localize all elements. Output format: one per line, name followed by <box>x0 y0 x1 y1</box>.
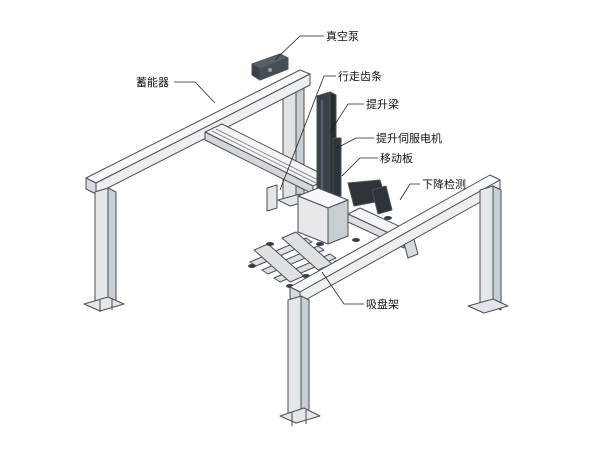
leader-travel-rack <box>279 75 336 191</box>
leader-accumulator <box>174 81 216 104</box>
back-right-post <box>266 184 278 212</box>
label-travel-rack: 行走齿条 <box>338 70 382 83</box>
leader-suction-rack <box>321 271 364 305</box>
front-near-leg <box>279 295 321 426</box>
vacuum-pump <box>251 53 289 81</box>
leader-descent-sensor <box>399 183 420 201</box>
far-right-leg <box>467 185 509 314</box>
leader-servo-motor <box>336 137 374 149</box>
cable-chain <box>332 137 393 215</box>
front-left-leg <box>83 187 125 312</box>
label-suction-cup-rack: 吸盘架 <box>366 298 399 311</box>
label-accumulator: 蓄能器 <box>136 76 169 89</box>
label-lift-beam: 提升梁 <box>366 98 399 111</box>
label-vacuum-pump: 真空泵 <box>326 30 359 43</box>
label-descent-sensor: 下降检测 <box>422 178 466 191</box>
leader-moving-plate <box>341 157 378 177</box>
label-lift-servo-motor: 提升伺服电机 <box>376 132 442 145</box>
leader-vacuum-pump <box>274 35 324 61</box>
label-moving-plate: 移动板 <box>380 152 413 165</box>
leader-lines <box>174 35 420 305</box>
suction-cup-rack <box>248 216 392 288</box>
moving-carriage <box>297 187 349 245</box>
left-top-beam <box>85 69 311 195</box>
travel-beam <box>204 123 331 195</box>
leader-lift-beam <box>329 103 364 133</box>
